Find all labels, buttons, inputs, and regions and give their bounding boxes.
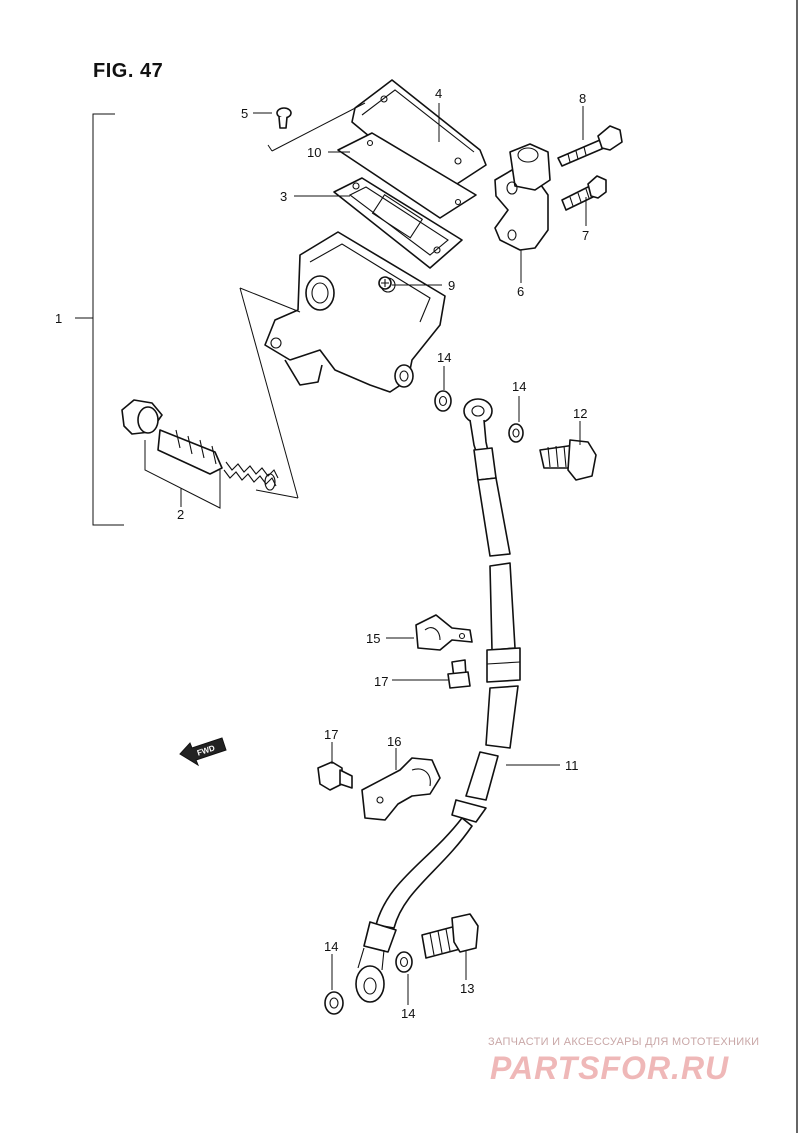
callout-14: 14 xyxy=(512,379,526,394)
callout-7: 7 xyxy=(582,228,589,243)
callout-11: 11 xyxy=(565,758,579,773)
clamp-holder xyxy=(494,143,551,251)
washer-upper-left xyxy=(434,390,452,412)
callout-13: 13 xyxy=(460,981,474,996)
callout-2: 2 xyxy=(177,507,184,522)
assembly-bracket xyxy=(75,113,124,526)
watermark-logo: PARTSFOR.RU xyxy=(490,1050,730,1086)
hose-clamp-16 xyxy=(361,757,441,821)
callout-1: 1 xyxy=(55,311,62,326)
clamp-bolt-upper xyxy=(557,125,623,167)
callout-17: 17 xyxy=(324,727,338,742)
washer-lower-right xyxy=(395,951,413,973)
callout-5: 5 xyxy=(241,106,248,121)
cap-screw xyxy=(276,107,292,129)
forward-arrow-icon: FWD xyxy=(179,737,227,767)
washer-lower-left xyxy=(324,991,344,1015)
callout-17: 17 xyxy=(374,674,388,689)
figure-title: FIG. 47 xyxy=(93,60,164,82)
callout-14: 14 xyxy=(437,350,451,365)
callout-14: 14 xyxy=(324,939,338,954)
callout-6: 6 xyxy=(517,284,524,299)
master-cylinder-body xyxy=(264,231,446,393)
diaphragm-plate xyxy=(337,132,477,219)
callout-3: 3 xyxy=(280,189,287,204)
hydraulic-hose xyxy=(355,398,521,1003)
callout-9: 9 xyxy=(448,278,455,293)
washer-upper-right xyxy=(508,423,524,443)
callout-10: 10 xyxy=(307,145,321,160)
union-bolt-upper xyxy=(539,439,597,481)
callout-14: 14 xyxy=(401,1006,415,1021)
clamp-bolt-lower xyxy=(561,175,607,211)
clamp-bolt-17-lower xyxy=(317,761,353,791)
callout-8: 8 xyxy=(579,91,586,106)
watermark-tagline: ЗАПЧАСТИ И АКСЕССУАРЫ ДЛЯ МОТОТЕХНИКИ xyxy=(488,1036,760,1048)
hose-clamp-15 xyxy=(415,614,473,651)
callout-labels: 1 2 3 4 5 6 7 8 9 10 11 12 13 14 14 14 1… xyxy=(55,86,589,1021)
piston-set xyxy=(121,399,279,491)
body-screw xyxy=(378,276,392,290)
union-bolt-lower xyxy=(421,913,479,959)
callout-12: 12 xyxy=(573,406,587,421)
callout-4: 4 xyxy=(435,86,442,101)
callout-16: 16 xyxy=(387,734,401,749)
clamp-bolt-17-upper xyxy=(447,659,471,689)
callout-15: 15 xyxy=(366,631,380,646)
leader-lines xyxy=(253,103,587,1005)
diaphragm xyxy=(333,177,463,269)
